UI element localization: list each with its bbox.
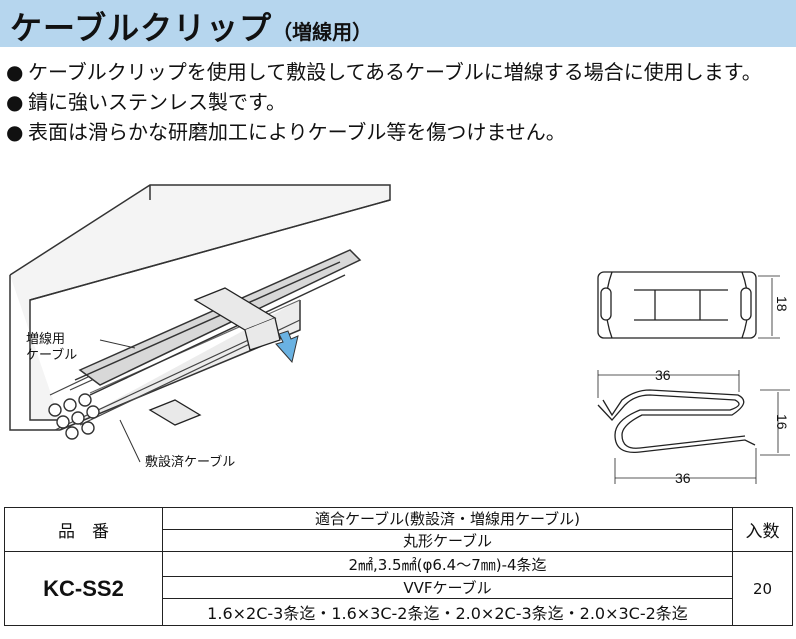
feature-item: ● ケーブルクリップを使用して敷設してあるケーブルに増線する場合に使用します。 xyxy=(6,57,794,87)
feature-list: ● ケーブルクリップを使用して敷設してあるケーブルに増線する場合に使用します。 … xyxy=(6,57,794,147)
existing-cable-label: 敷設済ケーブル xyxy=(145,455,236,470)
dim-depth-16: 16 xyxy=(774,414,790,430)
insert-arrow-icon xyxy=(275,330,299,364)
table-row: 品 番 適合ケーブル(敷設済・増線用ケーブル) 入数 xyxy=(4,507,793,552)
round-cable-value: 2㎟,3.5㎟(φ6.4〜7㎜)-4条迄 xyxy=(162,551,733,577)
bullet-mark: ● xyxy=(6,90,24,114)
spec-table: 品 番 適合ケーブル(敷設済・増線用ケーブル) 入数 丸形ケーブル KC-SS2… xyxy=(4,507,793,626)
feature-text: 錆に強いステンレス製です。 xyxy=(28,90,286,114)
vvf-cable-value: 1.6×2C-3条迄・1.6×3C-2条迄・2.0×2C-3条迄・2.0×3C-… xyxy=(162,598,733,626)
header-cable: 適合ケーブル(敷設済・増線用ケーブル) xyxy=(162,507,733,530)
header-qty: 入数 xyxy=(732,507,793,552)
product-illustration xyxy=(9,184,790,484)
bullet-mark: ● xyxy=(6,60,24,84)
added-cable-label-line2: ケーブル xyxy=(26,348,78,363)
table-row: VVFケーブル xyxy=(5,576,793,599)
added-cable-label: 増線用 ケーブル xyxy=(26,332,77,364)
table-row: 1.6×2C-3条迄・1.6×3C-2条迄・2.0×2C-3条迄・2.0×3C-… xyxy=(5,598,793,626)
table-row: KC-SS2 2㎟,3.5㎟(φ6.4〜7㎜)-4条迄 20 xyxy=(4,551,793,626)
clip-side-view xyxy=(597,370,790,484)
quantity-value: 20 xyxy=(732,551,793,626)
cable-ends xyxy=(48,393,100,440)
subheader-vvf-cable: VVFケーブル xyxy=(162,576,733,599)
dim-width-top-36: 36 xyxy=(655,367,671,383)
feature-item: ● 錆に強いステンレス製です。 xyxy=(6,87,794,117)
bullet-mark: ● xyxy=(6,120,24,144)
feature-item: ● 表面は滑らかな研磨加工によりケーブル等を傷つけません。 xyxy=(6,117,794,147)
title-sub: （増線用） xyxy=(272,20,373,44)
header-model: 品 番 xyxy=(4,507,163,552)
title-bar: ケーブルクリップ（増線用） xyxy=(0,0,796,47)
dim-height-18: 18 xyxy=(774,296,790,312)
subheader-round-cable: 丸形ケーブル xyxy=(162,529,733,552)
clip-top-view xyxy=(597,271,780,339)
dim-width-bottom-36: 36 xyxy=(675,470,691,486)
title-main: ケーブルクリップ xyxy=(10,9,273,47)
clip-on-cables xyxy=(148,287,281,426)
cable-duct-illustration xyxy=(9,184,391,463)
feature-text: ケーブルクリップを使用して敷設してあるケーブルに増線する場合に使用します。 xyxy=(28,60,762,84)
model-number: KC-SS2 xyxy=(4,551,163,626)
page-title: ケーブルクリップ（増線用） xyxy=(10,3,372,49)
added-cable-label-line1: 増線用 xyxy=(26,332,66,347)
feature-text: 表面は滑らかな研磨加工によりケーブル等を傷つけません。 xyxy=(28,120,566,144)
